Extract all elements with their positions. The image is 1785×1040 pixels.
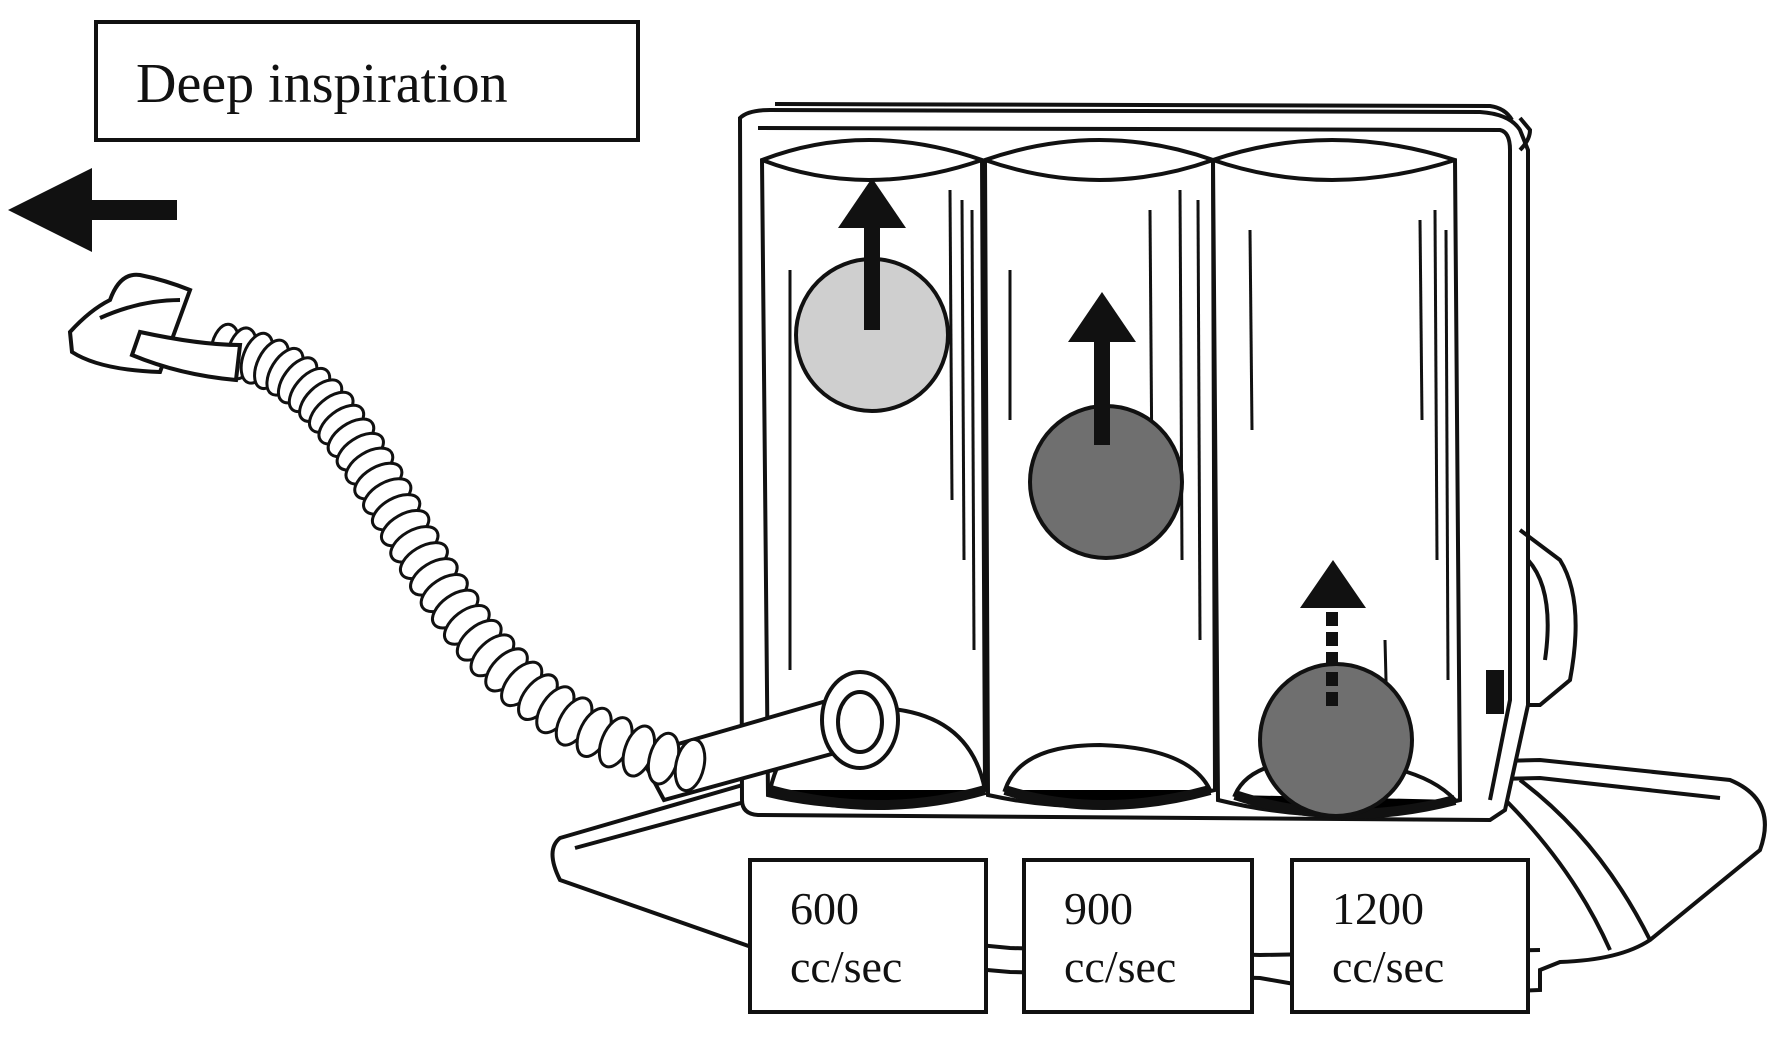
rate-unit: cc/sec <box>1332 941 1444 992</box>
rate-labels: 600 cc/sec 900 cc/sec 1200 cc/sec <box>748 858 1530 1014</box>
column-shading <box>788 189 1450 721</box>
up-arrow-icon <box>1068 292 1136 445</box>
corrugated-hose <box>209 322 707 793</box>
rate-label-600: 600 cc/sec <box>748 858 988 1014</box>
rate-unit: cc/sec <box>790 941 902 992</box>
rate-unit: cc/sec <box>1064 941 1176 992</box>
ball-1200 <box>1258 662 1414 818</box>
dotted-up-arrow-icon <box>1300 560 1366 706</box>
rate-label-1200: 1200 cc/sec <box>1290 858 1530 1014</box>
hose-ring <box>673 737 707 793</box>
title-box: Deep inspiration <box>94 20 640 142</box>
ball-arrows <box>838 178 1366 706</box>
rate-value: 600 <box>790 883 859 934</box>
balls <box>794 257 1414 818</box>
rate-label-900: 900 cc/sec <box>1022 858 1254 1014</box>
rate-value: 1200 <box>1332 883 1424 934</box>
rate-value: 900 <box>1064 883 1133 934</box>
title-text: Deep inspiration <box>136 53 508 115</box>
mouthpiece <box>67 272 243 383</box>
columns <box>759 138 1463 817</box>
left-arrow-icon <box>8 168 177 252</box>
up-arrow-icon <box>838 178 906 330</box>
